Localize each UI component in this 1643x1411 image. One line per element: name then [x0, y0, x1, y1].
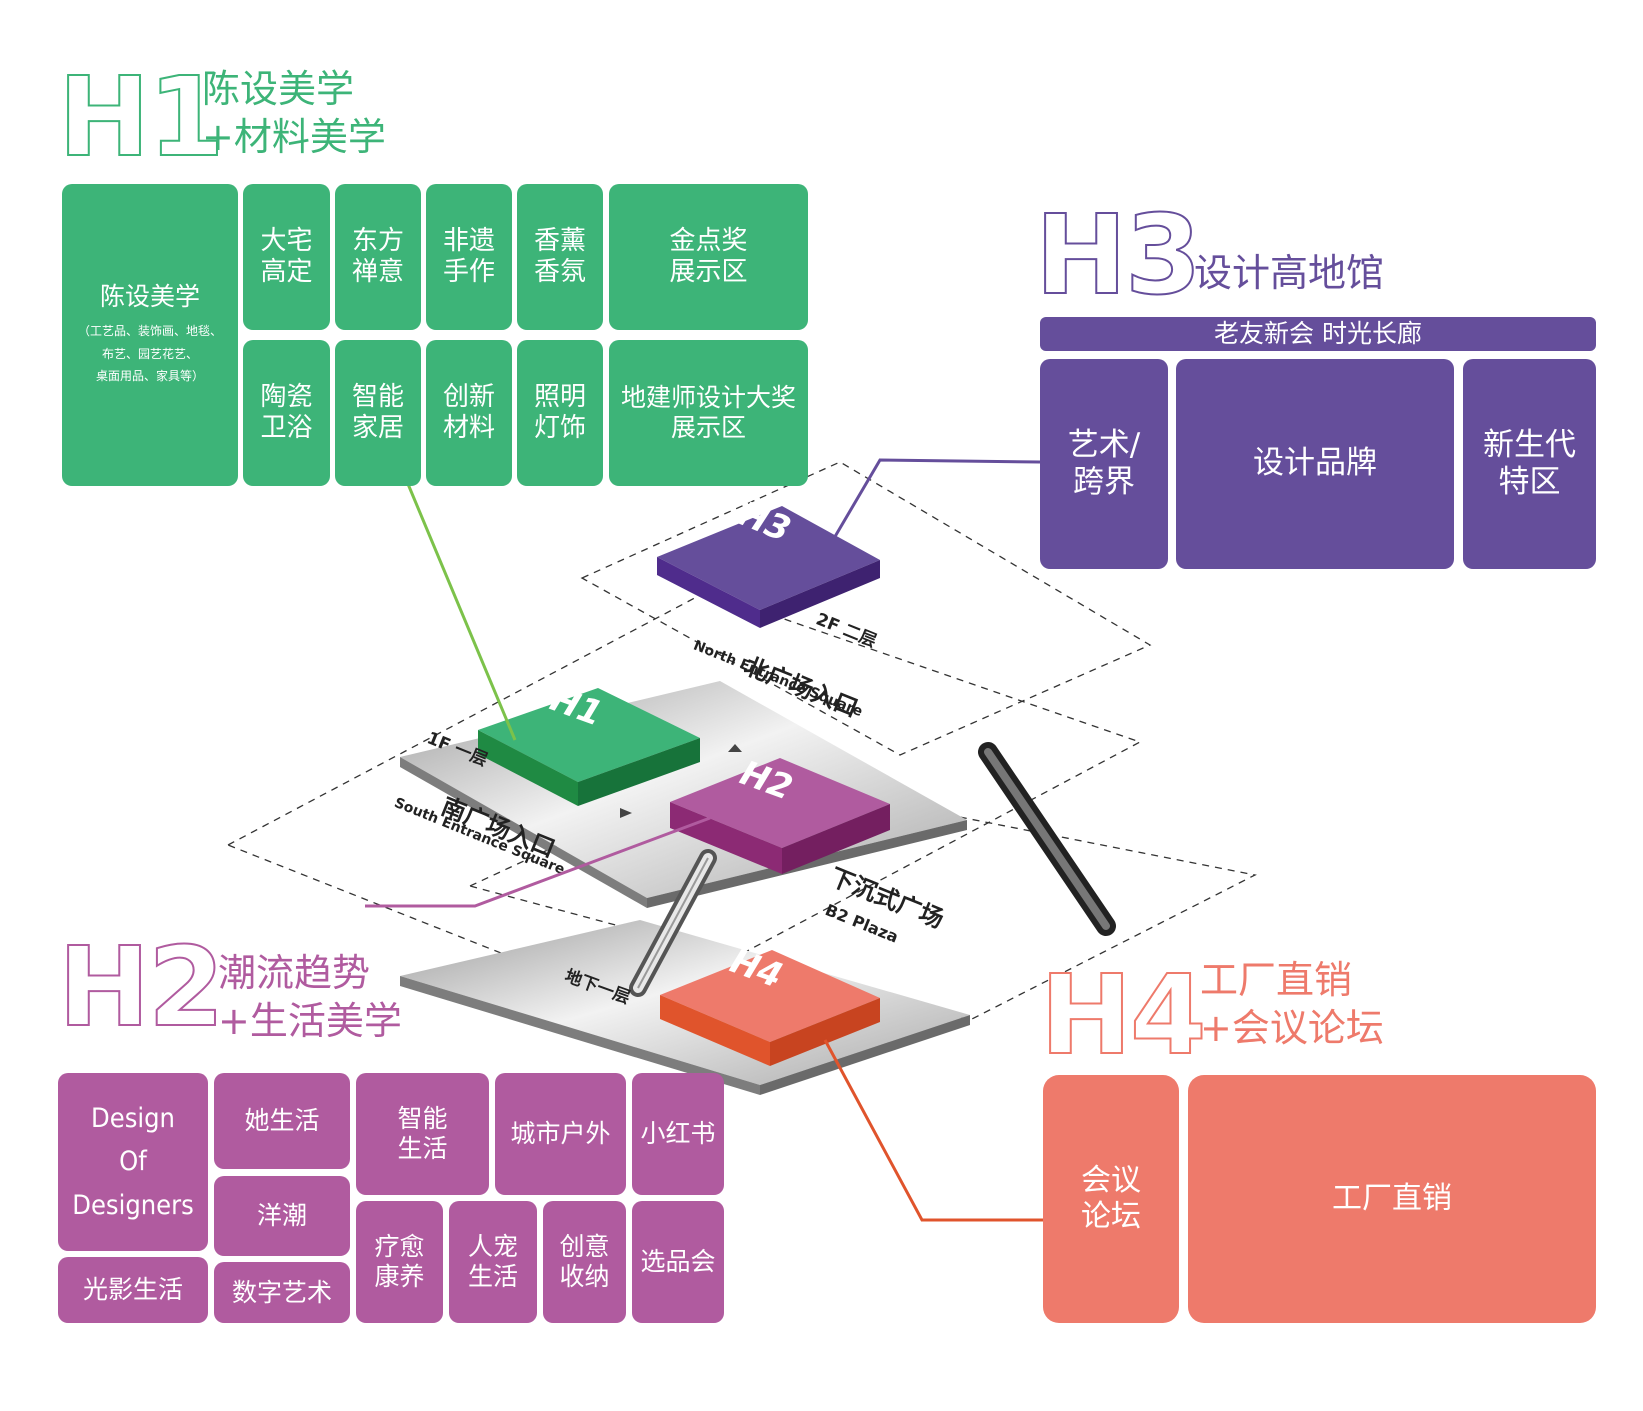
h2-connector-line — [365, 816, 711, 908]
h1-tile-4-label: 香薰 香氛 — [533, 225, 586, 287]
h2-tile-3-label: 城市户外 — [510, 1119, 611, 1148]
h4-tile-1[interactable]: 工厂直销 — [1188, 1075, 1596, 1323]
h1-tile-7-label: 智能 家居 — [351, 381, 404, 443]
h2-tile-10[interactable]: 光影生活 — [58, 1257, 208, 1323]
h2-tile-6-label: 疗愈 康养 — [374, 1232, 425, 1291]
h1-connector-line — [406, 483, 517, 741]
h2-tile-0-label: Design Of Designers — [72, 1103, 194, 1221]
h2-tile-5-label: 洋潮 — [256, 1201, 307, 1230]
h3-code: H3 — [1034, 191, 1203, 319]
h1-tile-10-label: 地建师设计大奖 展示区 — [620, 383, 796, 442]
escalator-right — [978, 742, 1116, 936]
escalator-left — [629, 849, 717, 997]
h1-tile-9[interactable]: 照明 灯饰 — [517, 340, 603, 486]
arrow-marker-2 — [620, 808, 632, 818]
h4-connector-line — [823, 1039, 1043, 1222]
h1-tile-0[interactable]: 陈设美学 （工艺品、装饰画、地毯、 布艺、园艺花艺、 桌面用品、家具等） — [62, 184, 238, 486]
h1-tile-6[interactable]: 陶瓷 卫浴 — [243, 340, 330, 486]
h3-tile-1-label: 设计品牌 — [1253, 445, 1377, 482]
h2-tile-4-label: 小红书 — [640, 1119, 716, 1148]
h1-tile-5[interactable]: 金点奖 展示区 — [609, 184, 808, 330]
h2-tile-9[interactable]: 选品会 — [632, 1201, 724, 1323]
block-h1[interactable] — [478, 688, 700, 806]
h1-tile-1[interactable]: 大宅 高定 — [243, 184, 330, 330]
h1-tile-7[interactable]: 智能 家居 — [335, 340, 421, 486]
h2-tile-6[interactable]: 疗愈 康养 — [356, 1201, 443, 1323]
h3-banner-label: 老友新会 时光长廊 — [1214, 319, 1422, 348]
h3-tile-2-label: 新生代 特区 — [1483, 426, 1576, 500]
h3-banner[interactable]: 老友新会 时光长廊 — [1040, 317, 1596, 351]
block-h3[interactable] — [657, 506, 880, 628]
h1-tile-2-label: 东方 禅意 — [351, 225, 404, 287]
h1-code: H1 — [57, 53, 226, 181]
h1-tile-0-sub: （工艺品、装饰画、地毯、 布艺、园艺花艺、 桌面用品、家具等） — [77, 323, 222, 384]
h3-connector-line — [831, 458, 1041, 541]
h4-tile-0-label: 会议 论坛 — [1081, 1163, 1141, 1234]
h2-tile-8[interactable]: 创意 收纳 — [543, 1201, 626, 1323]
h2-tile-0[interactable]: Design Of Designers — [58, 1073, 208, 1251]
h2-tile-9-label: 选品会 — [640, 1247, 716, 1276]
h2-tile-1-label: 她生活 — [244, 1106, 320, 1135]
h1-tile-6-label: 陶瓷 卫浴 — [260, 381, 313, 443]
h2-tile-7-label: 人宠 生活 — [467, 1232, 518, 1291]
h1-tile-8-label: 创新 材料 — [442, 381, 495, 443]
h1-tile-0-label: 陈设美学 — [99, 281, 200, 311]
h3-title: 设计高地馆 — [1194, 251, 1385, 295]
h2-tile-11[interactable]: 数字艺术 — [214, 1262, 350, 1323]
h2-code: H2 — [57, 923, 226, 1051]
h3-tile-0[interactable]: 艺术/ 跨界 — [1040, 359, 1168, 569]
h2-tile-1[interactable]: 她生活 — [214, 1073, 350, 1169]
block-h4[interactable] — [660, 950, 880, 1066]
h3-tile-1[interactable]: 设计品牌 — [1176, 359, 1454, 569]
h2-tile-11-label: 数字艺术 — [231, 1277, 332, 1307]
h2-tile-10-label: 光影生活 — [82, 1275, 183, 1304]
floor-2f-outline — [580, 461, 1152, 756]
h1-tile-3-label: 非遗 手作 — [442, 225, 495, 287]
h4-title: 工厂直销 +会议论坛 — [1200, 958, 1384, 1050]
h2-tile-2[interactable]: 智能 生活 — [356, 1073, 489, 1195]
h3-tile-2[interactable]: 新生代 特区 — [1463, 359, 1596, 569]
h2-tile-5[interactable]: 洋潮 — [214, 1176, 350, 1256]
h3-tile-0-label: 艺术/ 跨界 — [1067, 426, 1141, 500]
floor-2f-label: 2F 二层 — [813, 609, 879, 651]
h1-tile-1-label: 大宅 高定 — [260, 225, 313, 287]
h2-tile-2-label: 智能 生活 — [397, 1104, 448, 1163]
h4-tile-0[interactable]: 会议 论坛 — [1043, 1075, 1179, 1323]
h1-title: 陈设美学 +材料美学 — [202, 67, 386, 159]
h2-tile-3[interactable]: 城市户外 — [495, 1073, 626, 1195]
h1-tile-8[interactable]: 创新 材料 — [426, 340, 512, 486]
h1-tile-2[interactable]: 东方 禅意 — [335, 184, 421, 330]
h1-tile-4[interactable]: 香薰 香氛 — [517, 184, 603, 330]
h1-tile-9-label: 照明 灯饰 — [533, 381, 586, 443]
h2-title: 潮流趋势 +生活美学 — [218, 951, 402, 1043]
h1-tile-5-label: 金点奖 展示区 — [669, 225, 748, 287]
h4-code: H4 — [1039, 951, 1208, 1079]
h2-tile-4[interactable]: 小红书 — [632, 1073, 724, 1195]
h1-tile-10[interactable]: 地建师设计大奖 展示区 — [609, 340, 808, 486]
h2-tile-8-label: 创意 收纳 — [559, 1232, 610, 1291]
h4-tile-1-label: 工厂直销 — [1332, 1181, 1452, 1216]
block-h2[interactable] — [670, 758, 890, 874]
h2-tile-7[interactable]: 人宠 生活 — [449, 1201, 537, 1323]
arrow-marker-1 — [728, 744, 742, 752]
h1-tile-3[interactable]: 非遗 手作 — [426, 184, 512, 330]
floor-1f-plate — [400, 681, 967, 908]
